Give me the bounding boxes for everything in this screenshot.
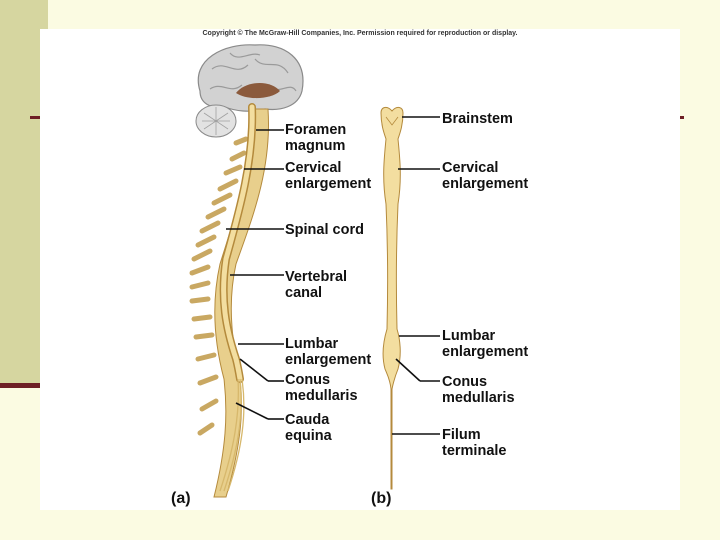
slide-rule-right <box>676 116 684 119</box>
panel-b-leader-lines <box>392 116 440 435</box>
spine-illustration <box>189 103 270 498</box>
panel-b-tag: (b) <box>371 490 392 507</box>
anatomy-illustration <box>189 44 440 498</box>
label-brainstem: Brainstem <box>442 111 513 127</box>
spinal-cord-figure: Copyright © The McGraw-Hill Companies, I… <box>40 29 680 510</box>
isolated-cord-illustration <box>380 106 404 490</box>
brain-illustration <box>195 44 304 138</box>
label-spinal-cord: Spinal cord <box>285 222 364 238</box>
panel-a-leader-lines <box>226 129 284 420</box>
slide-rule-bottom <box>0 383 42 388</box>
copyright-notice: Copyright © The McGraw-Hill Companies, I… <box>202 30 518 37</box>
panel-a-tag: (a) <box>171 490 191 507</box>
slide-rule-left <box>30 116 40 119</box>
